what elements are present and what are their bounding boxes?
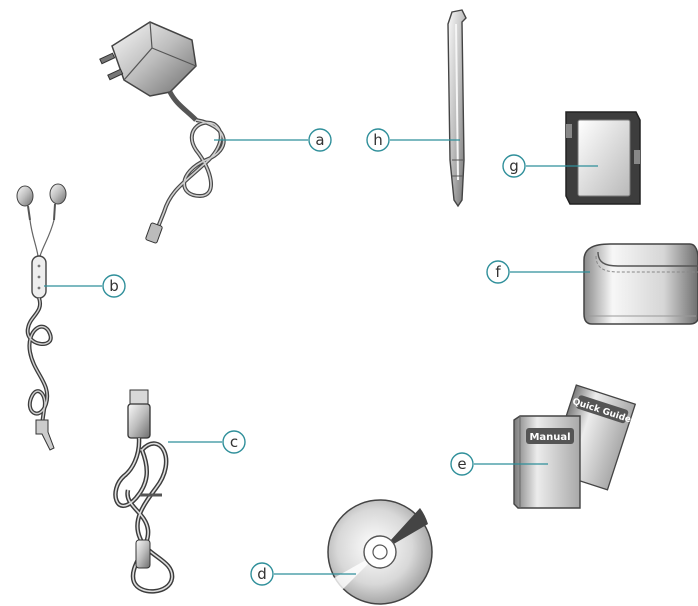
- stylus: [447, 9, 467, 208]
- callout-b-label: b: [109, 277, 119, 295]
- callout-e-label: e: [457, 455, 466, 473]
- carrying-pouch: [583, 243, 698, 325]
- callout-f: f: [486, 260, 510, 284]
- callout-g: g: [502, 154, 526, 178]
- callout-b: b: [102, 274, 126, 298]
- software-cd: [327, 499, 433, 605]
- callout-e: e: [450, 452, 474, 476]
- callout-leaders: [44, 139, 598, 575]
- manual-booklets: Quick Guide Manual: [513, 384, 637, 509]
- callout-d-label: d: [257, 565, 267, 583]
- callout-h-label: h: [373, 131, 383, 149]
- callout-a: a: [308, 128, 332, 152]
- stereo-headset: [16, 183, 67, 451]
- callout-c-label: c: [230, 433, 238, 451]
- callout-d: d: [250, 562, 274, 586]
- callout-h: h: [366, 128, 390, 152]
- travel-adapter: [99, 21, 226, 244]
- usb-cable: [113, 389, 175, 594]
- callout-g-label: g: [509, 157, 519, 175]
- memory-card: [565, 111, 641, 205]
- callout-a-label: a: [315, 131, 324, 149]
- callout-c: c: [222, 430, 246, 454]
- callout-f-label: f: [495, 263, 501, 281]
- manual-label: Manual: [529, 432, 570, 443]
